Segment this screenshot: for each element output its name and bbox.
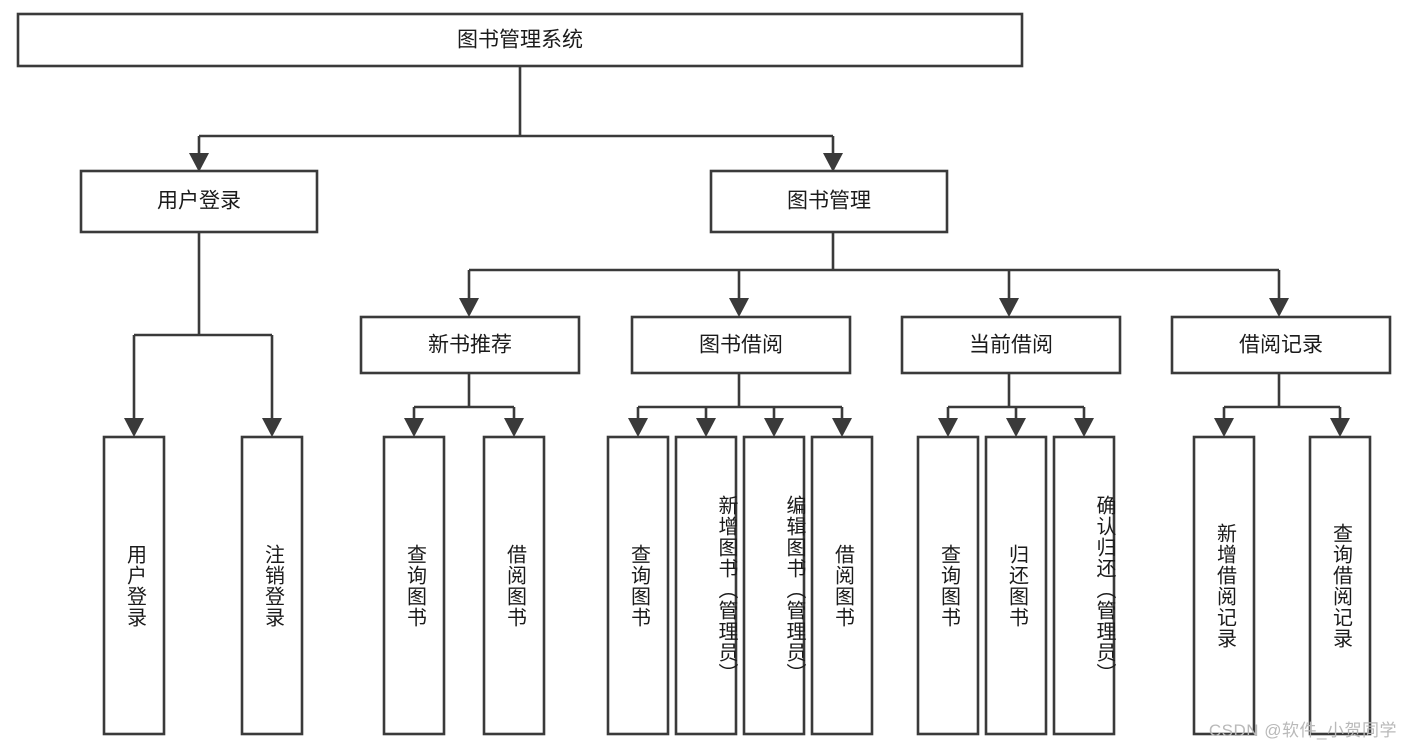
node-borrow-record-label: 借阅记录	[1239, 334, 1323, 357]
node-new-book-recommend-label: 新书推荐	[428, 334, 512, 357]
connector-userlogin-to-leaves	[124, 232, 282, 437]
node-book-borrow[interactable]	[630, 315, 852, 375]
leaf-user-login-0[interactable]	[102, 435, 166, 736]
node-current-borrow[interactable]	[900, 315, 1122, 375]
leaf-new-book-recommend-1[interactable]	[482, 435, 546, 736]
leaf-current-borrow-2[interactable]	[1052, 435, 1116, 736]
node-book-borrow-label: 图书借阅	[699, 334, 783, 357]
connector-bookmgmt-to-level2	[459, 232, 1289, 317]
node-user-login[interactable]	[79, 169, 319, 234]
leaf-book-borrow-3[interactable]	[810, 435, 874, 736]
connector-borrowrecord-to-leaves	[1214, 373, 1350, 437]
connector-root-to-level1	[189, 66, 843, 172]
node-user-login-label: 用户登录	[157, 190, 241, 213]
leaf-book-borrow-1[interactable]	[674, 435, 738, 736]
csdn-watermark: CSDN @软件_小贺同学	[1208, 721, 1397, 740]
leaf-borrow-record-1[interactable]	[1308, 435, 1372, 736]
connector-currentborrow-to-leaves	[938, 373, 1094, 437]
node-book-management[interactable]	[709, 169, 949, 234]
node-current-borrow-label: 当前借阅	[969, 334, 1053, 357]
leaf-new-book-recommend-0[interactable]	[382, 435, 446, 736]
leaf-book-borrow-0[interactable]	[606, 435, 670, 736]
leaf-current-borrow-1[interactable]	[984, 435, 1048, 736]
connector-bookborrow-to-leaves	[628, 373, 852, 437]
node-borrow-record[interactable]	[1170, 315, 1392, 375]
node-new-book-recommend[interactable]	[359, 315, 581, 375]
node-root-label: 图书管理系统	[457, 29, 583, 52]
node-root[interactable]	[16, 12, 1024, 68]
leaf-borrow-record-0[interactable]	[1192, 435, 1256, 736]
leaf-user-login-1[interactable]	[240, 435, 304, 736]
leaf-current-borrow-0[interactable]	[916, 435, 980, 736]
node-book-management-label: 图书管理	[787, 190, 871, 213]
leaf-book-borrow-2[interactable]	[742, 435, 806, 736]
connector-newbook-to-leaves	[404, 373, 524, 437]
